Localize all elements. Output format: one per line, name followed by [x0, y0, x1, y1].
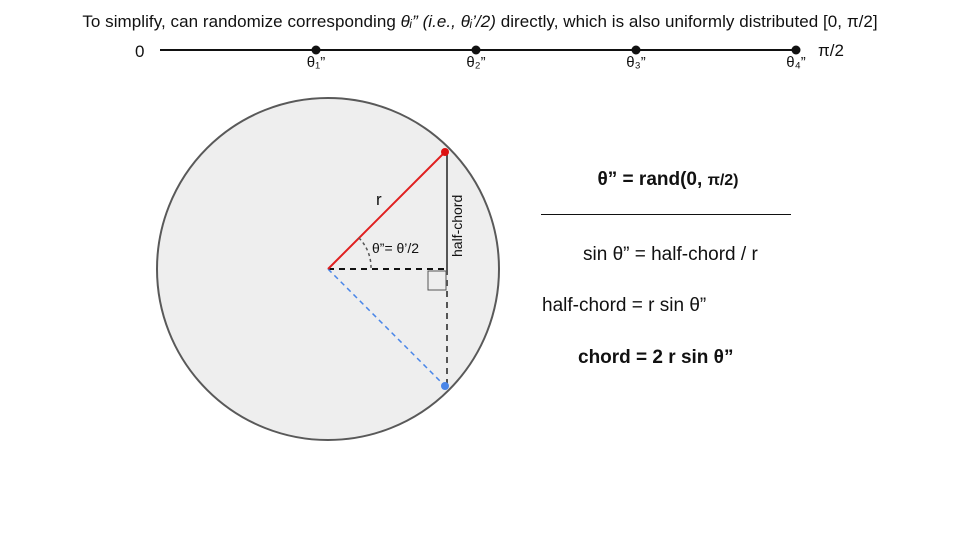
caption-start: To simplify, can randomize corresponding	[82, 12, 401, 31]
number-line-tick-label-1: θ₁”	[307, 54, 325, 71]
formula-title-small: π/2)	[707, 172, 739, 189]
caption-theta-symbol: θᵢ”	[400, 12, 418, 31]
header-caption: To simplify, can randomize corresponding…	[0, 12, 960, 32]
number-line-ticks: θ₁” θ₂” θ₃” θ₄”	[307, 45, 806, 71]
angle-arc	[358, 237, 372, 269]
angle-label: θ”= θ’/2	[372, 240, 419, 256]
formula-title-main: θ” = rand(0,	[597, 169, 708, 190]
number-line-tick-label-4: θ₄”	[786, 54, 805, 71]
caption-end: directly, which is also uniformly distri…	[495, 12, 878, 31]
red-endpoint	[441, 148, 449, 156]
formula-half-chord-relation: half-chord = r sin θ”	[542, 295, 707, 316]
formula-chord-relation: chord = 2 r sin θ”	[578, 347, 734, 368]
number-line-tick-label-3: θ₃”	[626, 54, 645, 71]
number-line-point-2	[471, 45, 481, 55]
number-line-end-label: π/2	[818, 41, 844, 60]
number-line-point-3	[631, 45, 641, 55]
formula-sin-relation: sin θ” = half-chord / r	[583, 244, 758, 265]
number-line-tick-label-2: θ₂”	[466, 54, 485, 71]
number-line-point-4	[791, 45, 801, 55]
right-angle-marker	[427, 270, 447, 291]
number-line-start-label: 0	[135, 42, 144, 61]
half-chord-label: half-chord	[449, 195, 465, 257]
formula-title: θ” = rand(0, π/2)	[543, 169, 793, 191]
dashed-radius-blue	[327, 268, 446, 387]
blue-endpoint	[441, 382, 449, 390]
radius-line-red	[327, 151, 446, 270]
formula-divider	[541, 214, 791, 215]
caption-ie-text: (i.e., θᵢ’/2)	[422, 12, 496, 31]
number-line-point-1	[311, 45, 321, 55]
radius-label: r	[376, 190, 382, 209]
